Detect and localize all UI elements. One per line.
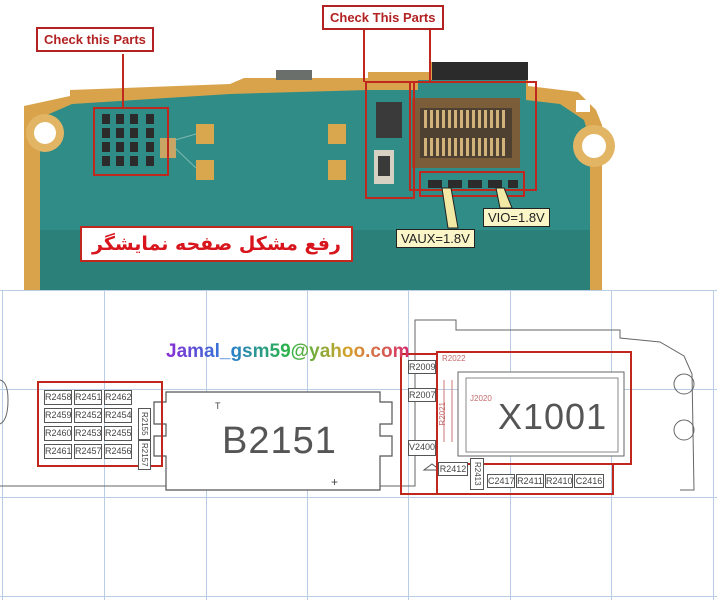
board-outline: T + <box>0 319 695 495</box>
r2022-label: R2022 <box>442 354 466 363</box>
resistor-array: R2458 R2451 R2462 R2459 R2452 R2454 R246… <box>44 390 132 459</box>
grid-line <box>0 497 717 498</box>
component-label: R2157 <box>138 440 151 470</box>
component-label: R2411 <box>516 474 544 488</box>
grid-line <box>0 389 717 390</box>
component-label: R2459 <box>44 408 72 423</box>
grid-line <box>713 290 714 600</box>
component-label: R2155 <box>138 408 151 440</box>
component-layout-diagram: T + Jamal_gsm59@yahoo.com R2458 R2451 R2… <box>0 290 717 600</box>
component-label: R2412 <box>438 462 468 476</box>
grid-line <box>2 290 3 600</box>
vio-voltage-label: VIO=1.8V <box>483 208 550 227</box>
svg-text:T: T <box>215 401 221 411</box>
r2021-label: R2021 <box>438 402 447 426</box>
b2151-label: B2151 <box>222 420 337 462</box>
component-label: R2451 <box>74 390 102 405</box>
component-label: R2456 <box>104 444 132 459</box>
component-label: R2455 <box>104 426 132 441</box>
component-label: R2410 <box>545 474 573 488</box>
j2020-label: J2020 <box>470 394 492 403</box>
grid-line <box>0 290 717 291</box>
component-label: R2460 <box>44 426 72 441</box>
component-label: R2457 <box>74 444 102 459</box>
component-label: C2416 <box>574 474 604 488</box>
check-parts-callout-right: Check This Parts <box>322 5 444 30</box>
author-email: Jamal_gsm59@yahoo.com <box>166 341 409 363</box>
pcb-photo: Check this Parts Check This Parts VAUX=1… <box>0 0 717 290</box>
component-label: R2452 <box>74 408 102 423</box>
component-label: R2458 <box>44 390 72 405</box>
component-label: C2417 <box>487 474 515 488</box>
component-label: R2413 <box>470 458 484 490</box>
component-label: R2007 <box>408 388 436 402</box>
vaux-voltage-label: VAUX=1.8V <box>396 229 475 248</box>
component-label: V2400 <box>408 440 436 456</box>
component-label: R2009 <box>408 360 436 374</box>
svg-text:+: + <box>331 475 338 489</box>
component-label: R2454 <box>104 408 132 423</box>
persian-title: رفع مشکل صفحه نمایشگر <box>80 226 353 262</box>
x1001-label: X1001 <box>498 396 608 437</box>
grid-line <box>0 596 717 597</box>
component-label: R2461 <box>44 444 72 459</box>
check-parts-callout-left: Check this Parts <box>36 27 154 52</box>
component-label: R2462 <box>104 390 132 405</box>
author-email-text: Jamal_gsm59@yahoo.com <box>166 341 410 362</box>
component-label: R2453 <box>74 426 102 441</box>
